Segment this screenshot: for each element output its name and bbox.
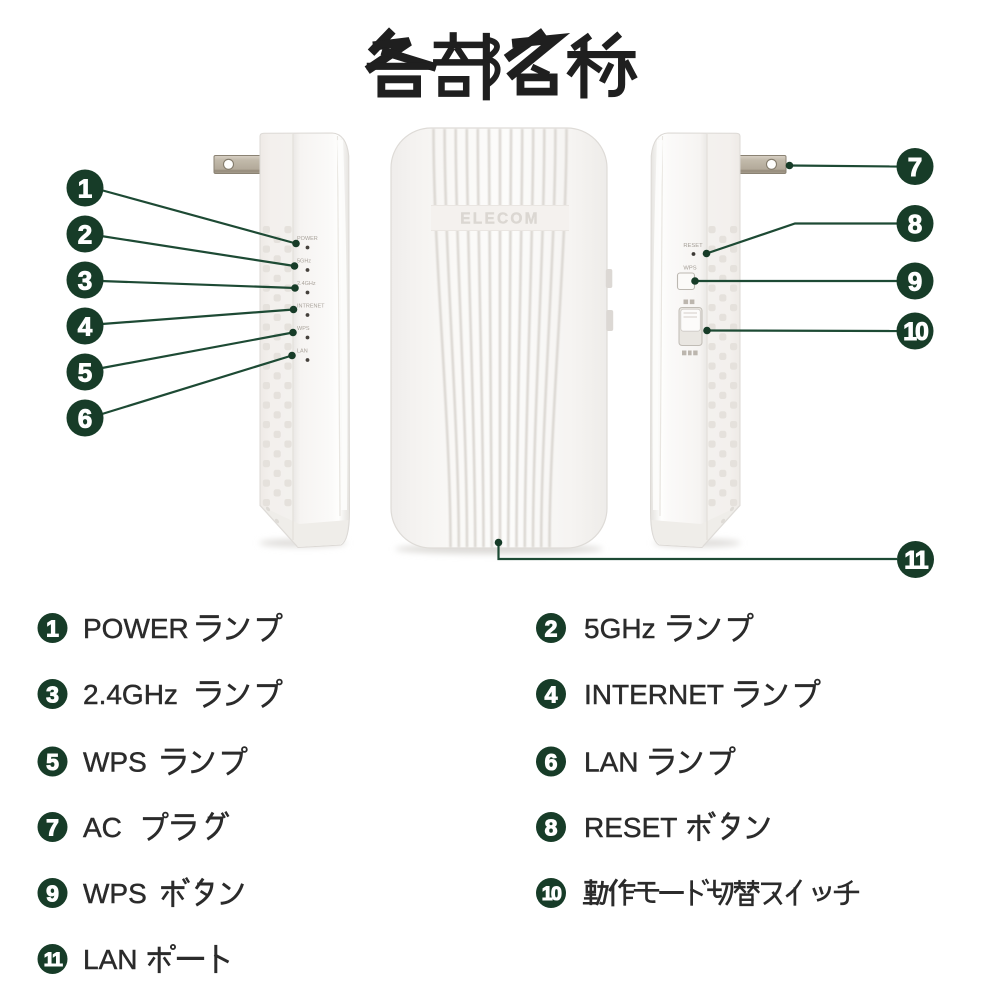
svg-text:11: 11 <box>44 949 63 971</box>
svg-text:WPS: WPS <box>297 326 310 332</box>
svg-text:6: 6 <box>78 403 92 433</box>
svg-text:10: 10 <box>903 318 928 346</box>
svg-text:1: 1 <box>78 173 92 203</box>
svg-text:ELECOM: ELECOM <box>460 211 540 228</box>
svg-text:4: 4 <box>545 681 558 707</box>
svg-text:9: 9 <box>908 266 922 296</box>
svg-text:8: 8 <box>545 814 558 840</box>
svg-text:4: 4 <box>78 311 93 341</box>
svg-text:WPS: WPS <box>83 878 147 909</box>
svg-text:11: 11 <box>904 547 929 575</box>
svg-text:LAN: LAN <box>584 747 638 778</box>
svg-text:2.4GHz: 2.4GHz <box>83 679 178 710</box>
svg-text:10: 10 <box>542 883 562 905</box>
svg-text:5: 5 <box>46 749 59 775</box>
svg-text:1: 1 <box>46 615 59 641</box>
svg-text:LAN: LAN <box>297 349 308 355</box>
svg-text:3: 3 <box>78 265 92 295</box>
svg-text:INTERNET: INTERNET <box>584 679 724 710</box>
svg-text:5GHz: 5GHz <box>297 259 311 265</box>
svg-text:9: 9 <box>46 880 59 906</box>
svg-text:7: 7 <box>908 152 922 182</box>
svg-text:WPS: WPS <box>83 747 147 778</box>
svg-text:POWER: POWER <box>297 236 318 242</box>
svg-text:6: 6 <box>545 749 558 775</box>
svg-text:AC: AC <box>83 812 122 843</box>
svg-text:2.4GHz: 2.4GHz <box>297 281 316 287</box>
svg-text:7: 7 <box>46 814 59 840</box>
svg-text:2: 2 <box>78 219 92 249</box>
svg-text:RESET: RESET <box>584 812 677 843</box>
svg-text:5: 5 <box>78 357 92 387</box>
svg-text:8: 8 <box>908 209 922 239</box>
svg-text:RESET: RESET <box>683 243 703 249</box>
svg-text:3: 3 <box>46 681 59 707</box>
svg-text:2: 2 <box>545 615 558 641</box>
svg-text:LAN: LAN <box>83 944 137 975</box>
svg-text:POWER: POWER <box>83 613 189 644</box>
svg-text:5GHz: 5GHz <box>584 613 656 644</box>
svg-text:WPS: WPS <box>683 266 696 272</box>
svg-text:INTRENET: INTRENET <box>297 304 325 310</box>
